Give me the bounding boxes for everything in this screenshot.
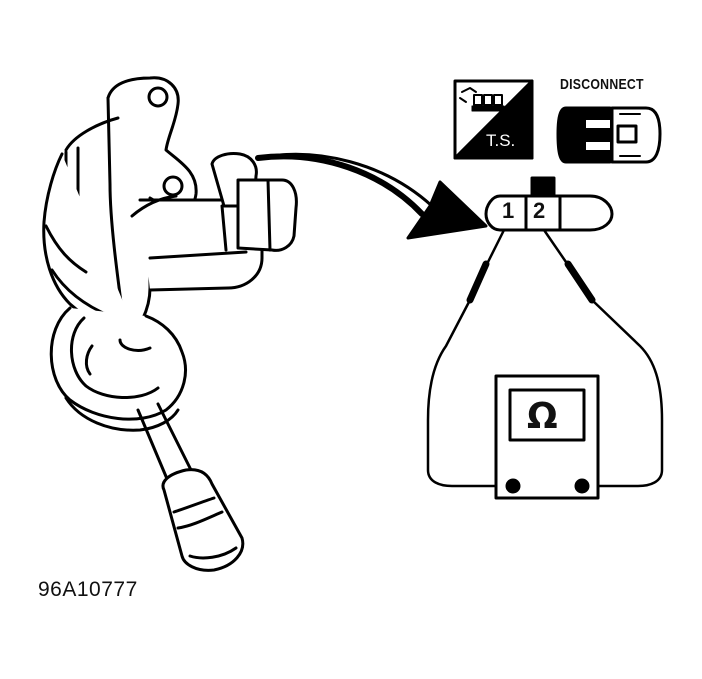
figure-id: 96A10777	[38, 578, 138, 601]
ignition-key-ts-icon	[453, 79, 534, 160]
test-leads	[426, 228, 664, 488]
ts-label: T.S.	[486, 131, 516, 150]
disconnect-label: DISCONNECT	[560, 76, 644, 93]
pin-2-label: 2	[533, 198, 546, 223]
connector-2-pin	[484, 176, 614, 232]
ohmmeter-icon	[494, 374, 600, 500]
ohm-symbol: Ω	[527, 396, 558, 437]
pointer-arrow	[255, 152, 488, 240]
distributor-assembly	[42, 76, 298, 572]
disconnect-connector-icon	[556, 106, 662, 164]
pin-1-label: 1	[502, 198, 515, 223]
